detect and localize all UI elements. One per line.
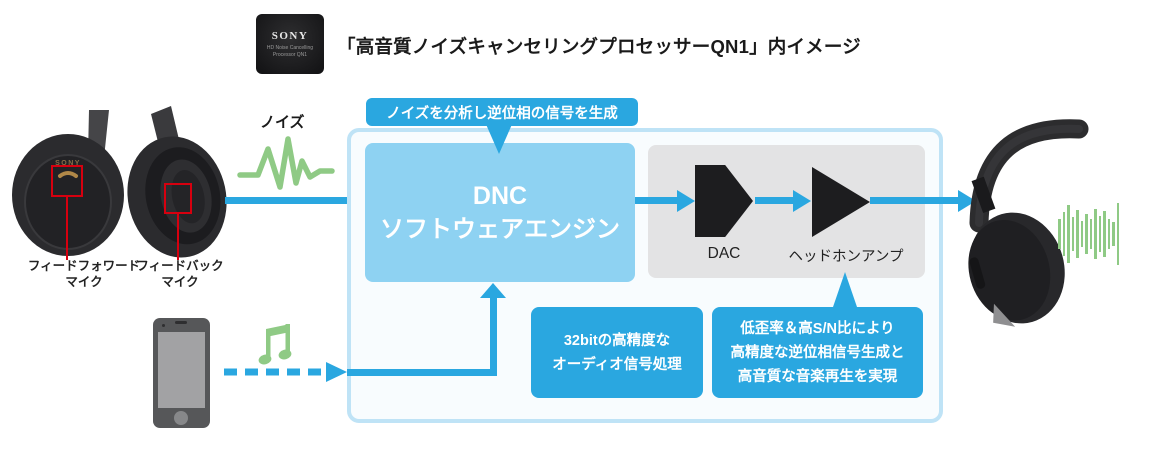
smartphone-icon xyxy=(153,318,210,428)
output-arrow xyxy=(870,197,959,204)
feedforward-mic-label: フィードフォワード マイク xyxy=(27,259,141,289)
earcup-brand-label: SONY xyxy=(55,160,81,167)
note-amplifier: 低歪率＆高S/N比により 高精度な逆位相信号生成と 高音質な音楽再生を実現 xyxy=(712,307,923,398)
feedforward-headphone-cup: SONY xyxy=(12,110,124,260)
music-note-icon xyxy=(258,324,292,365)
noise-label: ノイズ xyxy=(260,114,305,131)
output-headphone-image xyxy=(968,119,1089,327)
feedback-mic-label: フィードバック マイク xyxy=(136,259,224,289)
amp-note-pointer xyxy=(833,272,857,307)
music-elbow-horizontal xyxy=(347,369,497,376)
amp-label: ヘッドホンアンプ xyxy=(788,249,904,265)
music-dashed-arrow xyxy=(224,362,347,382)
noise-waveform-icon xyxy=(237,136,335,190)
tooltip-pointer xyxy=(485,122,513,154)
dnc-sublabel: ソフトウェアエンジン xyxy=(380,215,620,243)
sound-bars-icon xyxy=(1058,198,1122,270)
dac-to-amp-arrow xyxy=(755,197,795,204)
page-title: 「高音質ノイズキャンセリングプロセッサーQN1」内イメージ xyxy=(337,36,861,57)
dnc-to-dac-arrowhead xyxy=(677,190,695,212)
noise-input-arrow xyxy=(225,197,357,204)
music-elbow-arrowhead xyxy=(480,283,506,298)
feedforward-mic-slit xyxy=(58,171,78,178)
dnc-to-dac-arrow xyxy=(635,197,679,204)
chip-brand-label: SONY xyxy=(271,29,309,42)
headphone-mic-image: SONY xyxy=(12,106,227,260)
dac-to-amp-arrowhead xyxy=(793,190,811,212)
qn1-chip-logo: SONY HD Noise Cancelling Processor QN1 xyxy=(256,14,324,74)
note-32bit-audio: 32bitの高精度な オーディオ信号処理 xyxy=(531,307,703,398)
dnc-tooltip: ノイズを分析し逆位相の信号を生成 xyxy=(366,98,638,126)
feedback-headphone-cup xyxy=(127,106,227,260)
dnc-software-engine-box: DNC ソフトウェアエンジン xyxy=(365,143,635,282)
chip-model-label: HD Noise Cancelling Processor QN1 xyxy=(266,44,314,58)
music-elbow-vertical xyxy=(490,296,497,376)
dnc-label: DNC xyxy=(472,181,528,210)
dac-label: DAC xyxy=(707,245,741,262)
